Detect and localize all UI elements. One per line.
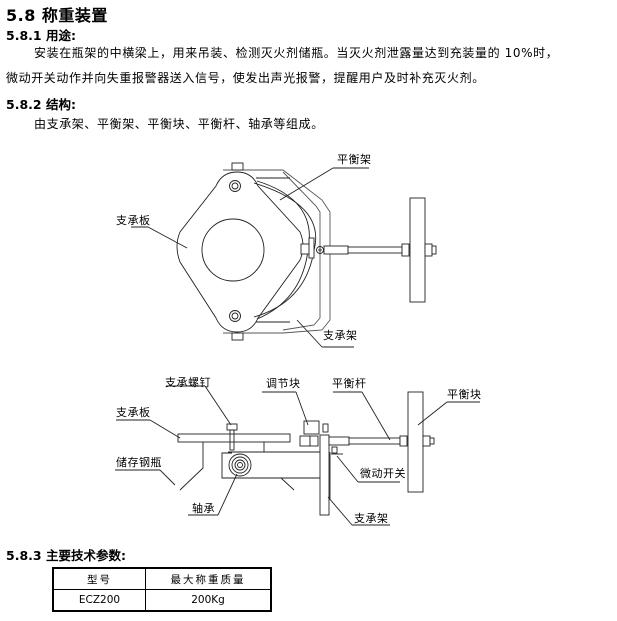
label-balance-rod: 平衡杆 [332,377,367,390]
header-max-weight: 最大称重质量 [145,567,272,590]
specs-heading: 5.8.3 主要技术参数: [6,548,126,563]
usage-heading: 5.8.1 用途: [6,28,76,43]
label-micro-switch: 微动开关 [360,467,406,480]
usage-line-2: 微动开关动作并向失重报警器送入信号，使发出声光报警，提醒用户及时补充灭火剂。 [6,71,485,85]
table-header-row: 型号 最大称重质量 [52,567,272,590]
label-balance-block: 平衡块 [447,388,482,401]
structure-text: 由支承架、平衡架、平衡块、平衡杆、轴承等组成。 [34,117,324,131]
section-title: 5.8 称重装置 [6,6,108,25]
header-model: 型号 [52,567,146,590]
label-support-frame: 支承架 [323,329,358,342]
specs-table: 型号 最大称重质量 ECZ200 200Kg [52,567,272,612]
cell-model: ECZ200 [52,589,146,612]
label-support-plate-side: 支承板 [116,406,151,419]
label-support-plate: 支承板 [116,214,151,227]
usage-line-1: 安装在瓶架的中横梁上，用来吊装、检测灭火剂储瓶。当灭火剂泄露量达到充装量的 10… [34,46,559,60]
label-support-frame-side: 支承架 [354,512,389,525]
structure-heading: 5.8.2 结构: [6,97,76,112]
cell-max-weight: 200Kg [145,589,272,612]
label-storage-cylinder: 储存钢瓶 [116,456,162,469]
label-adjust-block: 调节块 [266,377,301,390]
label-bearing: 轴承 [192,502,215,515]
label-support-screw: 支承螺钉 [165,376,211,389]
label-balance-frame: 平衡架 [337,153,372,166]
table-row: ECZ200 200Kg [52,589,272,612]
